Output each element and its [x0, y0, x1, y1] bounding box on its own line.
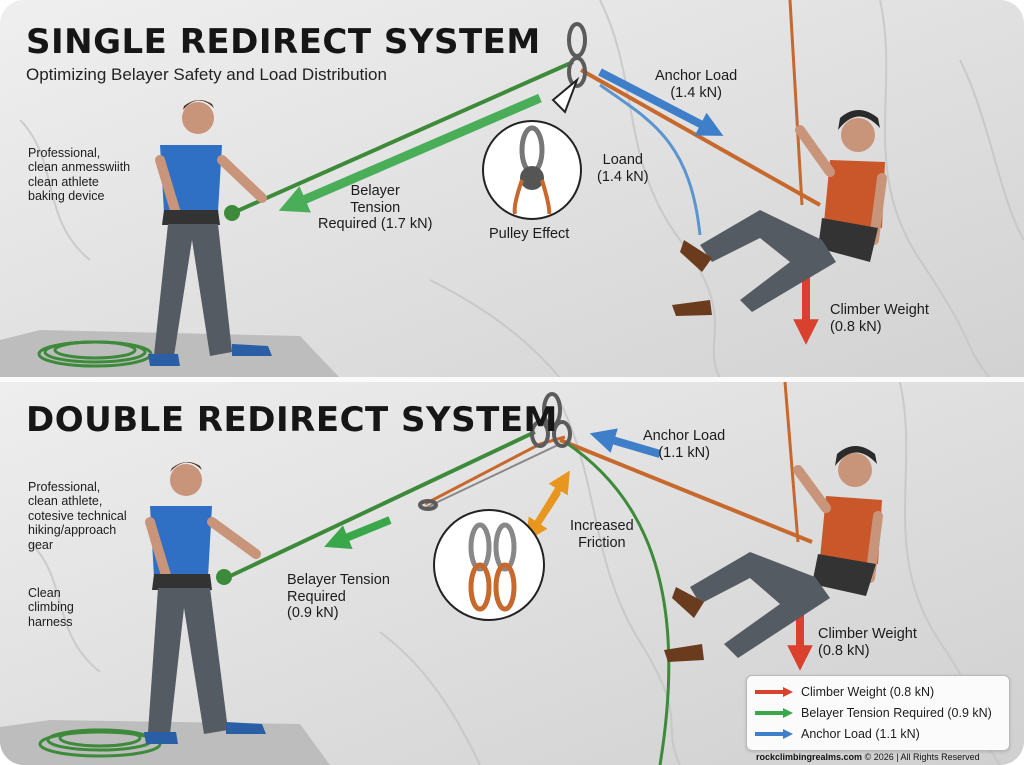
- legend: Climber Weight (0.8 kN) Belayer Tension …: [746, 675, 1010, 751]
- double-redirect-title: DOUBLE REDIRECT SYSTEM: [26, 400, 558, 440]
- legend-item-anchor-load: Anchor Load (1.1 kN): [755, 724, 920, 744]
- single-redirect-subtitle: Optimizing Belayer Safety and Load Distr…: [26, 65, 387, 84]
- belayer-tension-label: Belayer Tension Required (0.9 kN): [287, 572, 390, 622]
- load-label: Loand (1.4 kN): [597, 152, 649, 185]
- fixed-rope: [783, 382, 800, 543]
- belayer-tension-arrow: [278, 93, 542, 213]
- climber-figure: [664, 446, 883, 662]
- blue-rope: [599, 83, 702, 236]
- belayer-figure: [148, 99, 272, 366]
- belayer-tension-label: Belayer Tension Required (1.7 kN): [318, 183, 433, 233]
- single-redirect-illustration: [0, 0, 1024, 378]
- green-arrow-icon: [755, 708, 793, 718]
- red-arrow-icon: [755, 687, 793, 697]
- footer-site-link[interactable]: rockclimbingrealms.com: [756, 752, 863, 762]
- hanging-rope: [564, 440, 671, 765]
- legend-label: Climber Weight (0.8 kN): [801, 685, 935, 699]
- rock-texture: [19, 0, 1024, 378]
- climber-weight-label: Climber Weight (0.8 kN): [830, 302, 929, 335]
- anchor-carabiners-icon: [567, 22, 587, 88]
- anchor-load-label: Anchor Load (1.4 kN): [655, 68, 738, 101]
- carabiner-friction-callout-icon: [433, 509, 545, 621]
- pulley-effect-label: Pulley Effect: [489, 226, 570, 242]
- anchor-load-arrow: [589, 428, 662, 458]
- anchor-carabiners-icon: [418, 392, 572, 511]
- blue-arrow-icon: [755, 729, 793, 739]
- legend-item-belayer-tension: Belayer Tension Required (0.9 kN): [755, 703, 992, 723]
- panel-divider: [0, 377, 1024, 383]
- anchor-load-arrow: [598, 68, 724, 136]
- orange-rope: [559, 438, 813, 544]
- harness-note: Clean climbing harness: [28, 586, 74, 629]
- footer-copyright: © 2026 | All Rights Reserved: [864, 752, 980, 762]
- friction-arrow-reverse: [525, 490, 561, 542]
- fixed-rope: [788, 0, 804, 206]
- footer-credit: rockclimbingrealms.com © 2026 | All Righ…: [756, 752, 980, 762]
- legend-label: Belayer Tension Required (0.9 kN): [801, 706, 992, 720]
- climber-figure: [672, 110, 887, 316]
- belayer-description-note: Professional, clean athlete, cotesive te…: [28, 480, 127, 552]
- legend-item-climber-weight: Climber Weight (0.8 kN): [755, 682, 934, 702]
- pulley-callout-icon: [482, 76, 582, 220]
- single-redirect-title: SINGLE REDIRECT SYSTEM: [26, 22, 541, 62]
- green-rope: [225, 430, 536, 580]
- orange-rope: [580, 68, 821, 207]
- belayer-figure: [144, 461, 266, 744]
- anchor-load-label: Anchor Load (1.1 kN): [643, 428, 726, 461]
- belayer-description-note: Professional, clean anmesswiith clean at…: [28, 146, 131, 204]
- legend-label: Anchor Load (1.1 kN): [801, 727, 920, 741]
- belayer-tension-arrow: [324, 516, 392, 550]
- single-redirect-panel: SINGLE REDIRECT SYSTEM Optimizing Belaye…: [0, 0, 1024, 378]
- climber-weight-label: Climber Weight (0.8 kN): [818, 626, 917, 659]
- increased-friction-label: Increased Friction: [570, 518, 634, 551]
- sling: [424, 443, 561, 509]
